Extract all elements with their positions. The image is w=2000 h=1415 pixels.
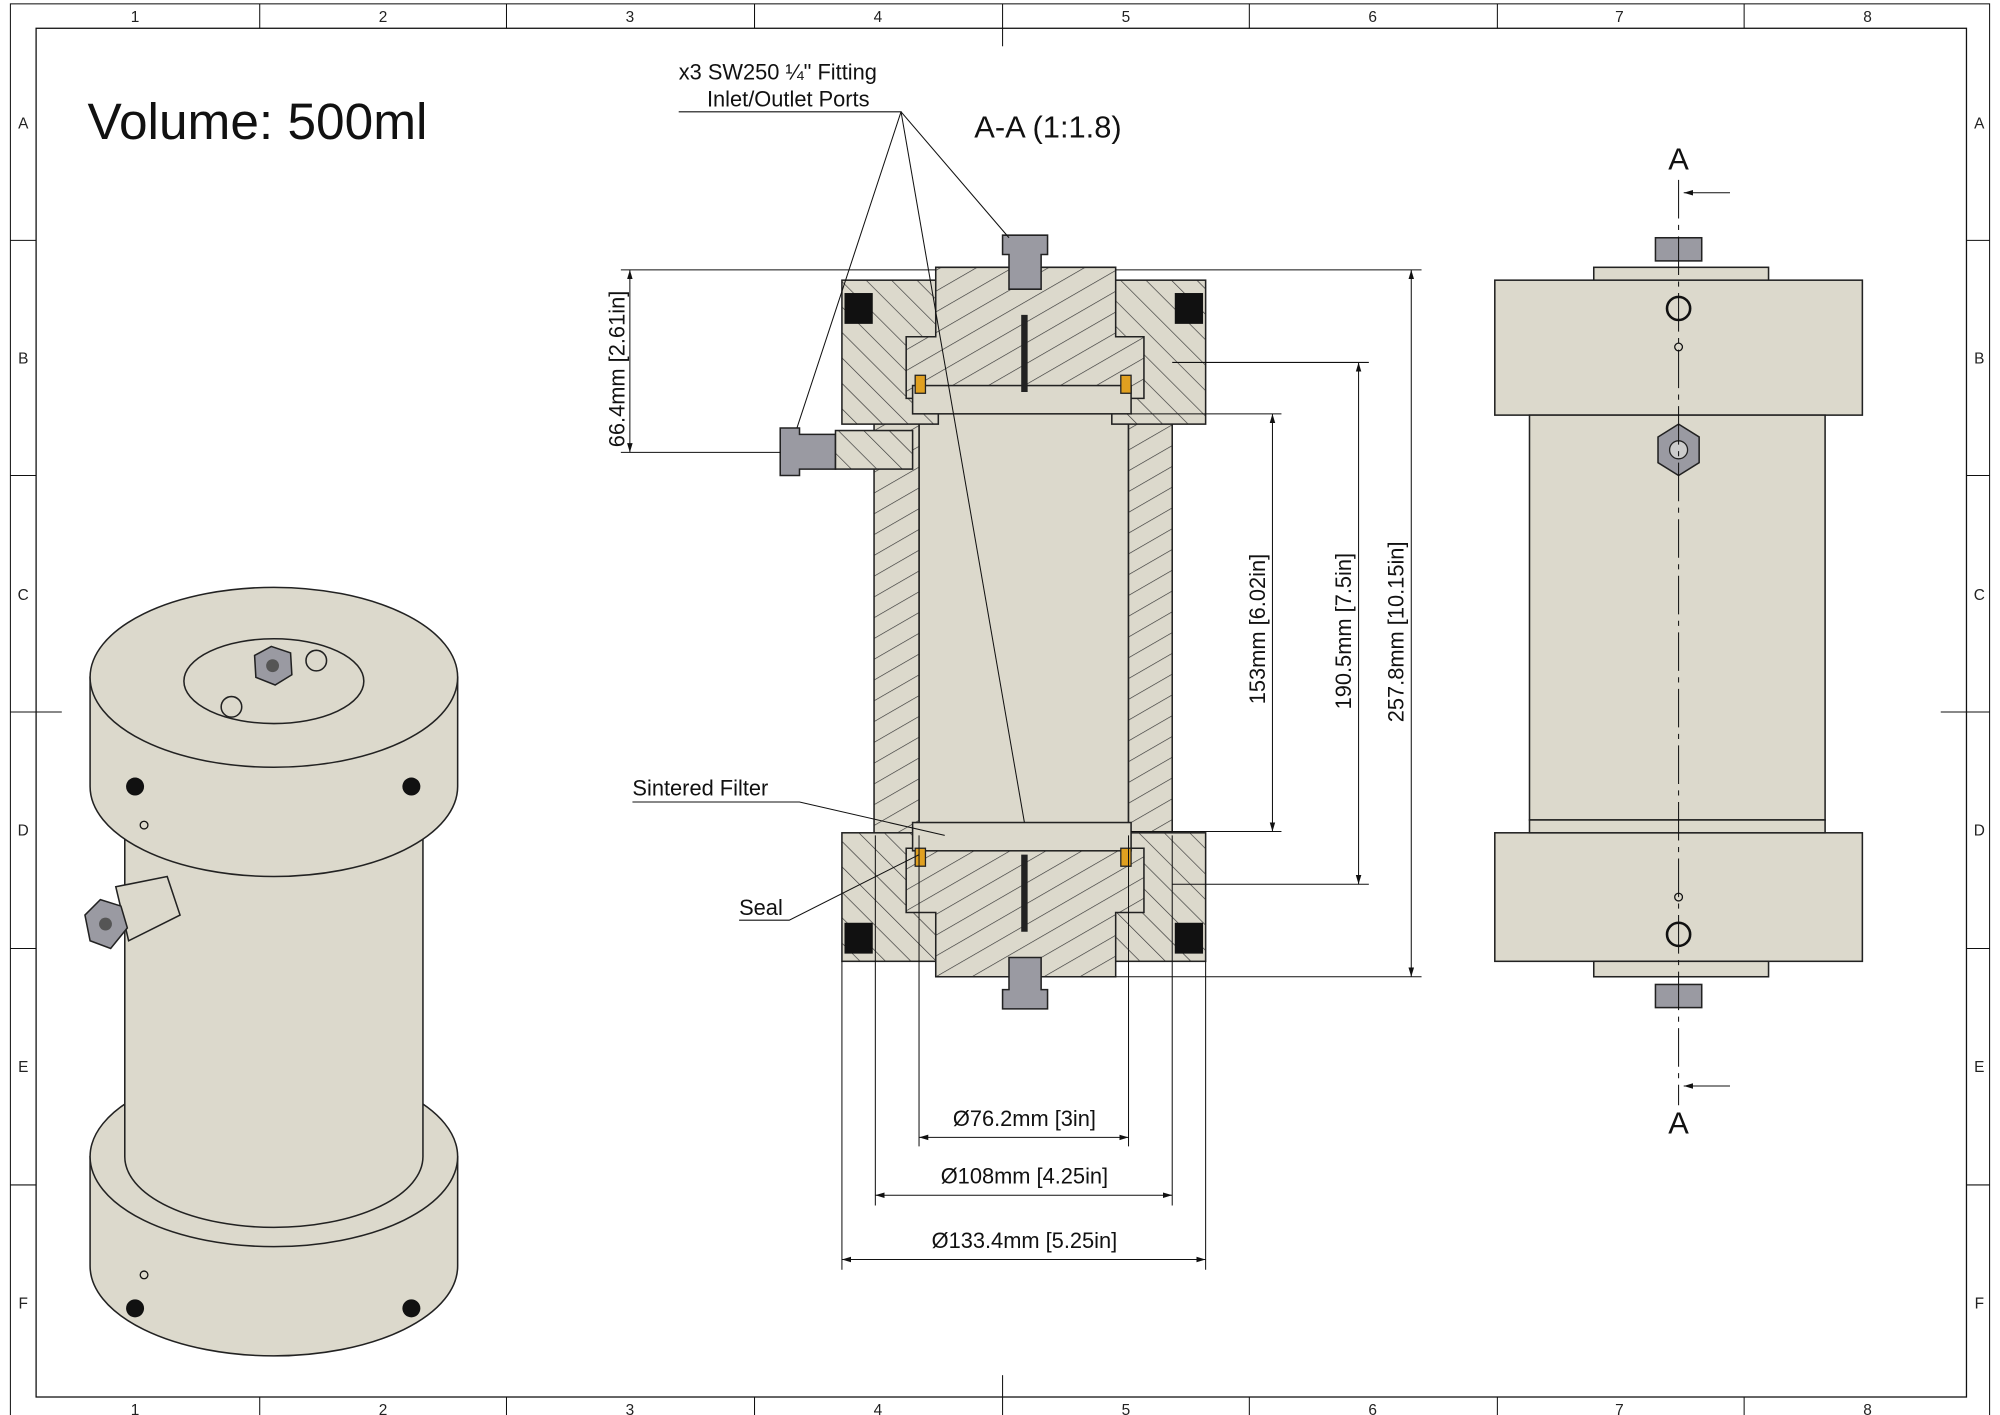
grid-column-labels-top: 1 2 3 4 5 6 7 8: [131, 9, 1872, 26]
grid-row-c: C: [18, 587, 29, 604]
drawing-frame: 1 2 3 4 5 6 7 8 1 2 3 4 5 6 7 8 A B C D …: [9, 3, 1991, 1415]
grid-row-f: F: [19, 1295, 28, 1312]
grid-row-b: B: [18, 351, 28, 368]
isometric-view: [84, 586, 459, 1357]
dim-overall-length: 257.8mm [10.15in]: [1384, 541, 1409, 722]
grid-row-a: A: [1974, 116, 1985, 133]
grid-row-labels-right: A B C D E F: [1974, 116, 1985, 1313]
grid-col-4: 4: [874, 9, 883, 26]
grid-row-c: C: [1974, 587, 1985, 604]
side-fitting-icon: [779, 427, 837, 477]
volume-title: Volume: 500ml: [88, 92, 428, 150]
grid-row-e: E: [18, 1059, 28, 1076]
grid-row-f: F: [1975, 1295, 1984, 1312]
sintered-filter-label: Sintered Filter: [632, 776, 768, 801]
grid-row-d: D: [1974, 822, 1985, 839]
dim-body-length: 190.5mm [7.5in]: [1331, 553, 1356, 710]
grid-col-4: 4: [874, 1402, 883, 1415]
grid-column-labels-bottom: 1 2 3 4 5 6 7 8: [131, 1402, 1872, 1415]
grid-col-5: 5: [1122, 1402, 1131, 1415]
seal: [914, 374, 927, 394]
grid-col-1: 1: [131, 9, 140, 26]
grid-col-8: 8: [1863, 1402, 1872, 1415]
grid-col-2: 2: [379, 1402, 388, 1415]
fitting-callout-line1: x3 SW250 ¼" Fitting: [679, 60, 877, 85]
grid-row-d: D: [18, 822, 29, 839]
seal-label: Seal: [739, 895, 783, 920]
grid-row-a: A: [18, 116, 29, 133]
dim-bore-length: 153mm [6.02in]: [1245, 554, 1270, 704]
callouts: x3 SW250 ¼" Fitting Inlet/Outlet Ports S…: [632, 60, 1025, 921]
grid-col-8: 8: [1863, 9, 1872, 26]
grid-col-5: 5: [1122, 9, 1131, 26]
grid-col-1: 1: [131, 1402, 140, 1415]
grid-col-3: 3: [626, 9, 635, 26]
dimensions: 66.4mm [2.61in] 153mm [6.02in] 190.5mm […: [605, 269, 1422, 1270]
section-view-title: A-A (1:1.8): [974, 110, 1121, 145]
grid-col-2: 2: [379, 9, 388, 26]
grid-col-3: 3: [626, 1402, 635, 1415]
top-fitting-icon: [1001, 234, 1049, 290]
section-marker-bottom: A: [1668, 1106, 1689, 1141]
section-marker-top: A: [1668, 142, 1689, 177]
seal: [1120, 374, 1132, 394]
section-view: [779, 234, 1207, 1010]
seal: [914, 847, 927, 867]
grid-col-7: 7: [1615, 1402, 1624, 1415]
fitting-callout-line2: Inlet/Outlet Ports: [707, 87, 870, 112]
grid-col-7: 7: [1615, 9, 1624, 26]
grid-col-6: 6: [1368, 9, 1377, 26]
dim-bore-diameter: Ø76.2mm [3in]: [953, 1106, 1096, 1131]
dim-body-diameter: Ø108mm [4.25in]: [941, 1164, 1108, 1189]
grid-col-6: 6: [1368, 1402, 1377, 1415]
seal: [1120, 847, 1132, 867]
grid-row-b: B: [1974, 351, 1984, 368]
grid-row-labels-left: A B C D E F: [18, 116, 29, 1313]
side-view: A A: [1494, 142, 1864, 1141]
bottom-fitting-icon: [1001, 956, 1049, 1010]
dim-cap-diameter: Ø133.4mm [5.25in]: [932, 1228, 1118, 1253]
grid-row-e: E: [1974, 1059, 1984, 1076]
bore: [918, 410, 1130, 837]
dim-cap-height: 66.4mm [2.61in]: [605, 291, 630, 448]
bottom-filter: [911, 821, 1132, 852]
